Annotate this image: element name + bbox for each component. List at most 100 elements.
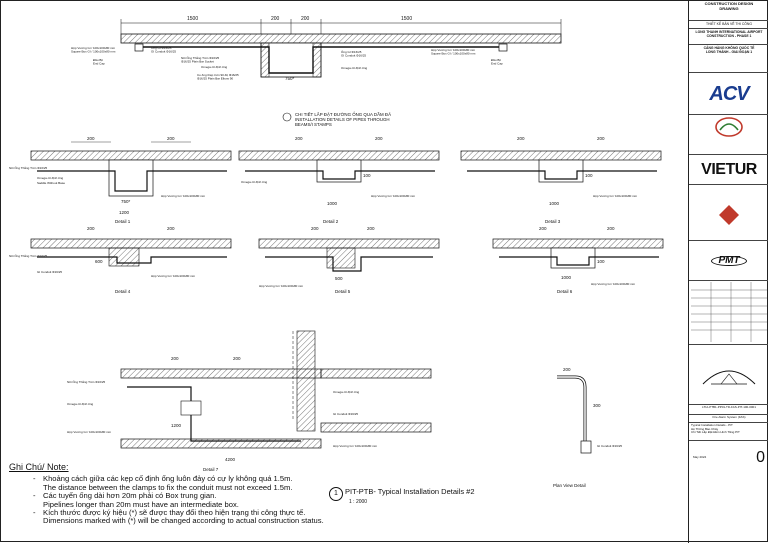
detail-4-label-box: Hộp Vương Gi / 100x100x80 mm bbox=[151, 274, 196, 278]
top-detail: 1500 200 200 1500 750* Hộp Vương Gi / 10… bbox=[71, 16, 562, 81]
note-en: Pipelines longer than 20m must have an i… bbox=[43, 499, 239, 509]
detail-7-dim-left: 200 bbox=[171, 356, 179, 361]
detail-4-label-socket: Nối Ống Thẳng Trơn Φ16/25 bbox=[9, 253, 47, 258]
detail-2-label: Detail 2 bbox=[323, 219, 339, 224]
detail-6-label-box: Hộp Vương Gi / 100x100x80 mm bbox=[591, 282, 636, 286]
detail-1-depth: 750* bbox=[121, 199, 131, 204]
top-dim-3: 200 bbox=[301, 16, 310, 22]
top-label-omega-right: Omega cố định ống bbox=[341, 66, 368, 70]
note-vn: Các tuyến ống dài hơn 20m phải có Box tr… bbox=[43, 491, 217, 501]
top-box-left bbox=[134, 43, 144, 52]
detail-7-label: Detail 7 bbox=[203, 467, 219, 472]
top-dim-1: 1500 bbox=[187, 16, 198, 22]
detail-1-width: 1200 bbox=[119, 210, 130, 215]
detail-5-dim-left: 200 bbox=[311, 226, 319, 231]
detail-1-label-saddle: Saddle Without Base bbox=[37, 181, 65, 185]
detail-7-dim-right: 200 bbox=[233, 356, 241, 361]
tb-contractor-box bbox=[689, 185, 768, 241]
detail-7-label-socket: Nối Ống Thẳng Trơn Φ16/25 bbox=[67, 379, 105, 384]
section-marker-icon bbox=[282, 112, 292, 122]
tb-keyplan bbox=[689, 345, 768, 405]
detail-1-label: Detail 1 bbox=[115, 219, 131, 224]
drawing-area: 1500 200 200 1500 750* Hộp Vương Gi / 10… bbox=[1, 1, 689, 543]
detail-5: 200 200 500 Detail 5 Hộp Vương Gi / 100x… bbox=[258, 226, 440, 294]
tb-stage: CONSTRUCTION DESIGN DRAWING bbox=[689, 1, 768, 21]
note-vn: Kích thước được ký hiệu (*) sẽ được thay… bbox=[43, 508, 306, 518]
detail-5-label: Detail 5 bbox=[335, 289, 351, 294]
keyplan-icon bbox=[702, 370, 756, 385]
reference-name: PIT-PTB- Typical Installation Details #2 bbox=[345, 487, 475, 496]
detail-5-depth: 500 bbox=[335, 276, 343, 281]
detail-7-label-omega: Omega cố định ống bbox=[67, 402, 94, 406]
detail-1-label-box: Hộp Vương Gi / 100x100x80 mm bbox=[161, 194, 206, 198]
note-en: Dimensions marked with (*) will be chang… bbox=[43, 516, 324, 526]
detail-6-dim-left: 200 bbox=[539, 226, 547, 231]
top-beam-opening bbox=[260, 42, 322, 78]
tb-project-vn: CẢNG HÀNG KHÔNG QUỐC TẾ LONG THÀNH - GIA… bbox=[689, 45, 768, 73]
tb-footer: May 2024 0 bbox=[689, 441, 768, 475]
detail-3-label-box: Hộp Vương Gi / 100x100x80 mm bbox=[593, 194, 638, 198]
acv-logo: ACV bbox=[709, 82, 749, 105]
tb-pmt: PMT bbox=[689, 241, 768, 281]
revisions-grid bbox=[691, 282, 767, 342]
contractor-emblem-icon bbox=[719, 205, 739, 225]
detail-1-dim-right: 200 bbox=[167, 136, 175, 141]
top-dim-4: 1500 bbox=[401, 16, 412, 22]
reference-number: 1 bbox=[329, 487, 343, 501]
tb-description: Typical Installation Details - PIT Hệ Th… bbox=[689, 423, 768, 441]
tb-partner-logo bbox=[689, 115, 768, 155]
detail-4-depth: 600 bbox=[95, 259, 103, 264]
detail-1-label-omega: Omega cố định ống bbox=[37, 176, 64, 180]
plan-view-label: Plan View Detail bbox=[553, 483, 586, 488]
detail-6-dim-right: 200 bbox=[607, 226, 615, 231]
detail-4-label-conduit: GI Conduit Φ16/25 bbox=[37, 270, 62, 274]
note-en: The distance between the clamps to fix t… bbox=[43, 482, 293, 492]
detail-7-label-box-right: Hộp Vương Gi / 100x100x80 mm bbox=[333, 444, 378, 448]
detail-3-width: 1000 bbox=[549, 201, 560, 206]
detail-5-dim-right: 200 bbox=[367, 226, 375, 231]
detail-4: 200 200 600 Detail 4 Nối Ống Thẳng Trơn … bbox=[9, 226, 232, 294]
plan-dim-1: 200 bbox=[563, 367, 571, 372]
detail-7-width: 4200 bbox=[225, 457, 236, 462]
detail-7-label-conduit: GI Conduit Φ16/25 bbox=[333, 412, 358, 416]
partner-logo-icon bbox=[715, 117, 743, 137]
detail-6-width: 1000 bbox=[561, 275, 572, 280]
detail-7: 200 200 1200 4200 Detail 7 Nối Ống Thẳng… bbox=[67, 330, 432, 472]
detail-1-label-socket: Nối Ống Thẳng Trơn Φ16/25 bbox=[9, 165, 47, 170]
top-label-omega: Omega cố định ống bbox=[201, 65, 228, 69]
detail-2-label-box: Hộp Vương Gi / 100x100x80 mm bbox=[371, 194, 416, 198]
note-vn: Khoảng cách giữa các kẹp cố định ống luô… bbox=[43, 474, 293, 484]
plan-label-conduit: GI Conduit Φ16/25 bbox=[597, 444, 622, 448]
detail-2-label-omega: Omega cố định ống bbox=[241, 180, 268, 184]
top-slab bbox=[120, 33, 562, 44]
detail-1-dim-left: 200 bbox=[87, 136, 95, 141]
tb-project: LONG THANH INTERNATIONAL AIRPORT CONSTRU… bbox=[689, 29, 768, 45]
drawing-canvas: 1500 200 200 1500 750* Hộp Vương Gi / 10… bbox=[9, 16, 664, 488]
tb-sheet-code: LTIA-PTB1-PP01-TD-FAS-PIT-100-0001 bbox=[689, 405, 768, 415]
plan-view-detail: 200 300 GI Conduit Φ16/25 Plan View Deta… bbox=[553, 367, 622, 488]
detail-3-dim-right: 200 bbox=[597, 136, 605, 141]
detail-4-dim-right: 200 bbox=[167, 226, 175, 231]
plan-dim-2: 300 bbox=[593, 403, 601, 408]
note-item: - Các tuyến ống dài hơn 20m phải có Box … bbox=[33, 491, 239, 509]
tb-revision: 0 bbox=[756, 449, 765, 466]
detail-6: 200 200 100 1000 Detail 6 Hộp Vương Gi /… bbox=[492, 226, 664, 294]
top-beam-left bbox=[260, 42, 270, 78]
detail-1: 200 200 750* 1200 Detail 1 Nối Ống Thẳng… bbox=[9, 136, 232, 224]
detail-3: 200 200 100 1000 Detail 3 Hộp Vương Gi /… bbox=[460, 136, 662, 224]
tb-revisions-table bbox=[689, 281, 768, 345]
detail-3-dim-left: 200 bbox=[517, 136, 525, 141]
detail-7-label-box: Hộp Vương Gi / 100x100x80 mm bbox=[67, 430, 112, 434]
tb-date: May 2024 bbox=[693, 455, 707, 460]
detail-4-dim-left: 200 bbox=[87, 226, 95, 231]
top-mark-750: 750* bbox=[285, 76, 295, 81]
detail-2: 200 200 100 1000 Detail 2 Omega cố định … bbox=[238, 136, 440, 224]
detail-5-label-box: Hộp Vương Gi / 100x100x80 mm bbox=[259, 284, 304, 288]
